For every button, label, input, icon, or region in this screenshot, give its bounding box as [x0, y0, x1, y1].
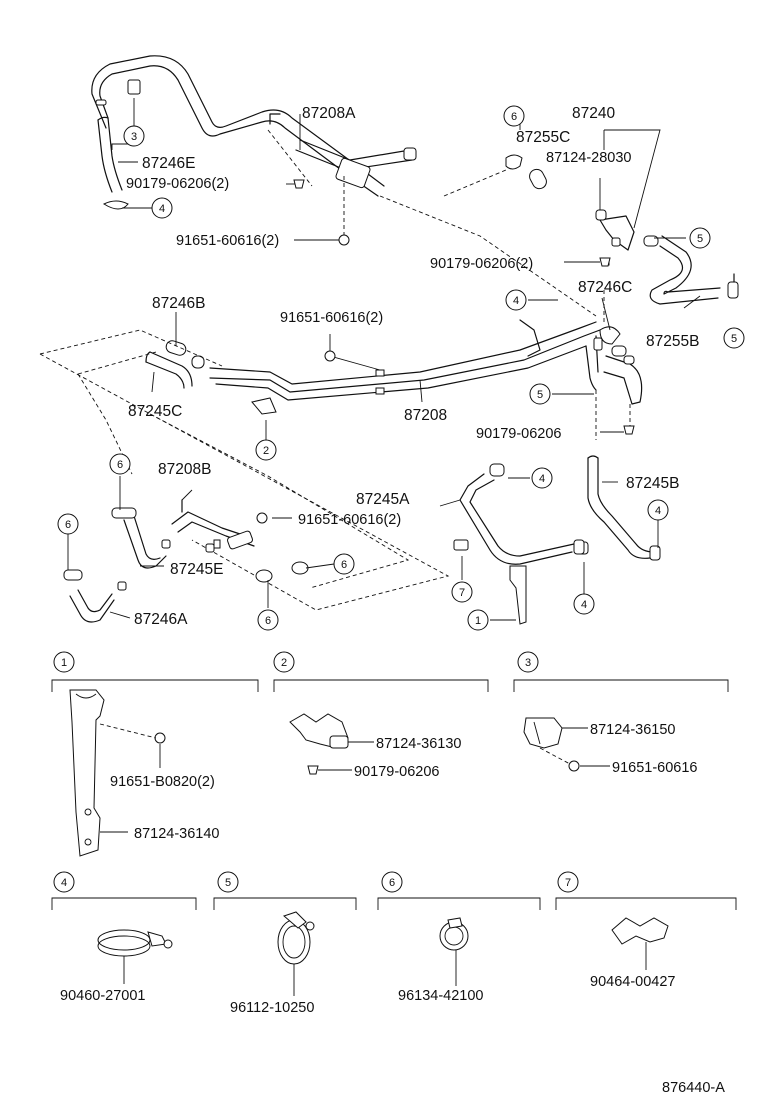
label-91651-60616-2: 91651-60616(2) [176, 233, 279, 249]
label-87246A: 87246A [134, 611, 188, 628]
bracket-87240 [595, 209, 659, 266]
label-96134-42100: 96134-42100 [398, 988, 483, 1004]
label-90179-06206-2: 90179-06206(2) [430, 256, 533, 272]
svg-text:4: 4 [61, 877, 67, 889]
svg-text:7: 7 [459, 587, 465, 599]
hose-87246E [97, 116, 123, 193]
label-87246B: 87246B [152, 295, 205, 312]
label-87246E: 87246E [142, 155, 195, 172]
svg-text:2: 2 [263, 445, 269, 457]
svg-text:6: 6 [117, 459, 123, 471]
label-90464-00427: 90464-00427 [590, 974, 675, 990]
detail-7-clip [611, 917, 669, 970]
hose-87245C [145, 351, 193, 389]
svg-text:5: 5 [225, 877, 231, 889]
label-90179-06206-2: 90179-06206(2) [126, 176, 229, 192]
clamps-lower [117, 539, 309, 591]
label-91651-B0820-2: 91651-B0820(2) [110, 774, 215, 790]
label-87240: 87240 [572, 105, 615, 122]
pipe-87208A [91, 55, 417, 197]
label-90460-27001: 90460-27001 [60, 988, 145, 1004]
svg-text:1: 1 [475, 615, 481, 627]
svg-text:2: 2 [281, 657, 287, 669]
svg-text:6: 6 [65, 519, 71, 531]
label-87245B: 87245B [626, 475, 679, 492]
label-87255C: 87255C [516, 129, 570, 146]
pipe-87208B [171, 499, 255, 550]
svg-text:4: 4 [581, 599, 587, 611]
bolt-icon [154, 234, 580, 772]
pipe-87208 [209, 319, 603, 401]
detail-4-clamp [97, 929, 173, 984]
svg-text:6: 6 [389, 877, 395, 889]
hose-87245A [459, 463, 585, 565]
label-87245C: 87245C [128, 403, 182, 420]
detail-headers-row2: 4 5 6 7 [51, 871, 737, 910]
bracket-1 [453, 539, 527, 625]
label-91651-60616-2: 91651-60616(2) [280, 310, 383, 326]
callout-bubbles: 3 4 6 5 4 5 5 2 6 4 4 6 6 7 4 6 1 [57, 105, 745, 631]
detail-2-labels: 87124-36130 90179-06206 [354, 736, 461, 780]
svg-text:6: 6 [265, 615, 271, 627]
hose-87255B [649, 235, 739, 305]
svg-text:3: 3 [131, 131, 137, 143]
label-87208B: 87208B [158, 461, 211, 478]
label-91651-60616-2: 91651-60616(2) [298, 512, 401, 528]
svg-text:4: 4 [655, 505, 661, 517]
label-87124-36130: 87124-36130 [376, 736, 461, 752]
svg-text:6: 6 [341, 559, 347, 571]
label-90179-06206: 90179-06206 [354, 764, 439, 780]
detail-2-clip [289, 713, 374, 771]
detail-6-clamp [439, 917, 469, 986]
hose-87246A [63, 569, 115, 623]
label-87124-28030: 87124-28030 [546, 150, 631, 166]
svg-text:5: 5 [537, 389, 543, 401]
svg-text:4: 4 [513, 295, 519, 307]
svg-text:6: 6 [511, 111, 517, 123]
detail-3-labels: 87124-36150 91651-60616 [590, 722, 697, 776]
svg-text:5: 5 [731, 333, 737, 345]
label-87124-36140: 87124-36140 [134, 826, 219, 842]
clamp-icon [102, 200, 129, 210]
label-91651-60616: 91651-60616 [612, 760, 697, 776]
label-87124-36150: 87124-36150 [590, 722, 675, 738]
svg-text:5: 5 [697, 233, 703, 245]
label-90179-06206: 90179-06206 [476, 426, 561, 442]
label-87245E: 87245E [170, 561, 223, 578]
detail-3-clip [523, 717, 610, 767]
detail-1-bracket [69, 689, 161, 857]
svg-text:1: 1 [61, 657, 67, 669]
part-labels: 87208A 87240 87255C 87124-28030 87246E 9… [126, 105, 699, 628]
svg-text:4: 4 [539, 473, 545, 485]
label-96112-10250: 96112-10250 [230, 1000, 314, 1016]
svg-text:4: 4 [159, 203, 165, 215]
detail-1-labels: 91651-B0820(2) 87124-36140 [110, 774, 219, 842]
label-87208: 87208 [404, 407, 447, 424]
hose-87255C [505, 154, 547, 190]
leader-lines [67, 98, 701, 621]
nut-icon [293, 179, 635, 775]
label-87255B: 87255B [646, 333, 699, 350]
svg-text:3: 3 [525, 657, 531, 669]
svg-text:7: 7 [565, 877, 571, 889]
label-87246C: 87246C [578, 279, 632, 296]
detail-headers-row1: 1 2 3 [51, 651, 729, 692]
figure-code: 876440-A [662, 1080, 725, 1096]
hose-87245E [111, 507, 167, 569]
label-87245A: 87245A [356, 491, 410, 508]
detail-5-clamp [277, 911, 315, 996]
label-87208A: 87208A [302, 105, 356, 122]
hose-87246C [599, 326, 643, 405]
clip-2 [251, 397, 277, 415]
hose-87246B [165, 340, 205, 369]
